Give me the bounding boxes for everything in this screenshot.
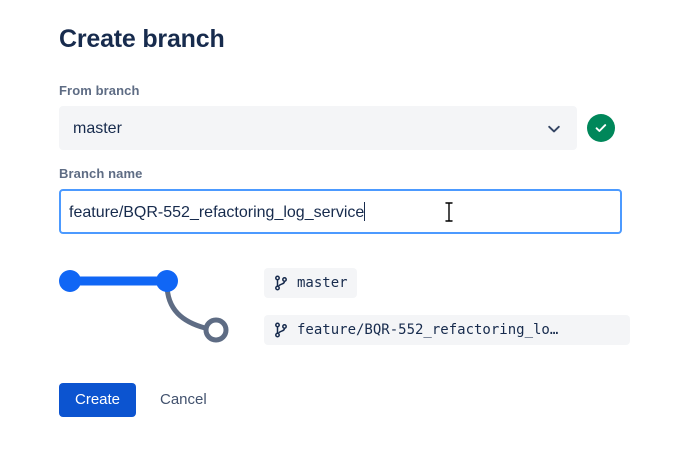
create-button[interactable]: Create (59, 383, 137, 417)
from-branch-label: From branch (59, 83, 140, 98)
branch-name-input-value: feature/BQR-552_refactoring_log_service (69, 202, 366, 223)
check-circle-icon (587, 114, 615, 142)
branch-name-input[interactable]: feature/BQR-552_refactoring_log_service (59, 189, 622, 234)
git-branch-icon (273, 275, 289, 291)
branch-graph (52, 262, 242, 350)
from-branch-row: master (59, 106, 622, 150)
branch-name-input-text: feature/BQR-552_refactoring_log_service (69, 204, 365, 221)
text-caret (364, 202, 366, 221)
commit-node-2 (156, 270, 178, 292)
from-branch-select[interactable]: master (59, 106, 577, 150)
branch-pill-feature: feature/BQR-552_refactoring_lo… (264, 315, 630, 345)
git-branch-icon (273, 322, 289, 338)
new-branch-node (203, 317, 229, 343)
cancel-button[interactable]: Cancel (152, 383, 215, 417)
page-title: Create branch (59, 25, 225, 53)
branch-pill-label: feature/BQR-552_refactoring_lo… (297, 322, 559, 338)
chevron-down-icon[interactable] (546, 121, 562, 137)
commit-node-1 (59, 270, 81, 292)
branch-pill-label: master (297, 275, 348, 291)
branch-name-label: Branch name (59, 166, 143, 181)
from-branch-value: master (73, 120, 122, 137)
branch-pill-master: master (264, 268, 357, 298)
